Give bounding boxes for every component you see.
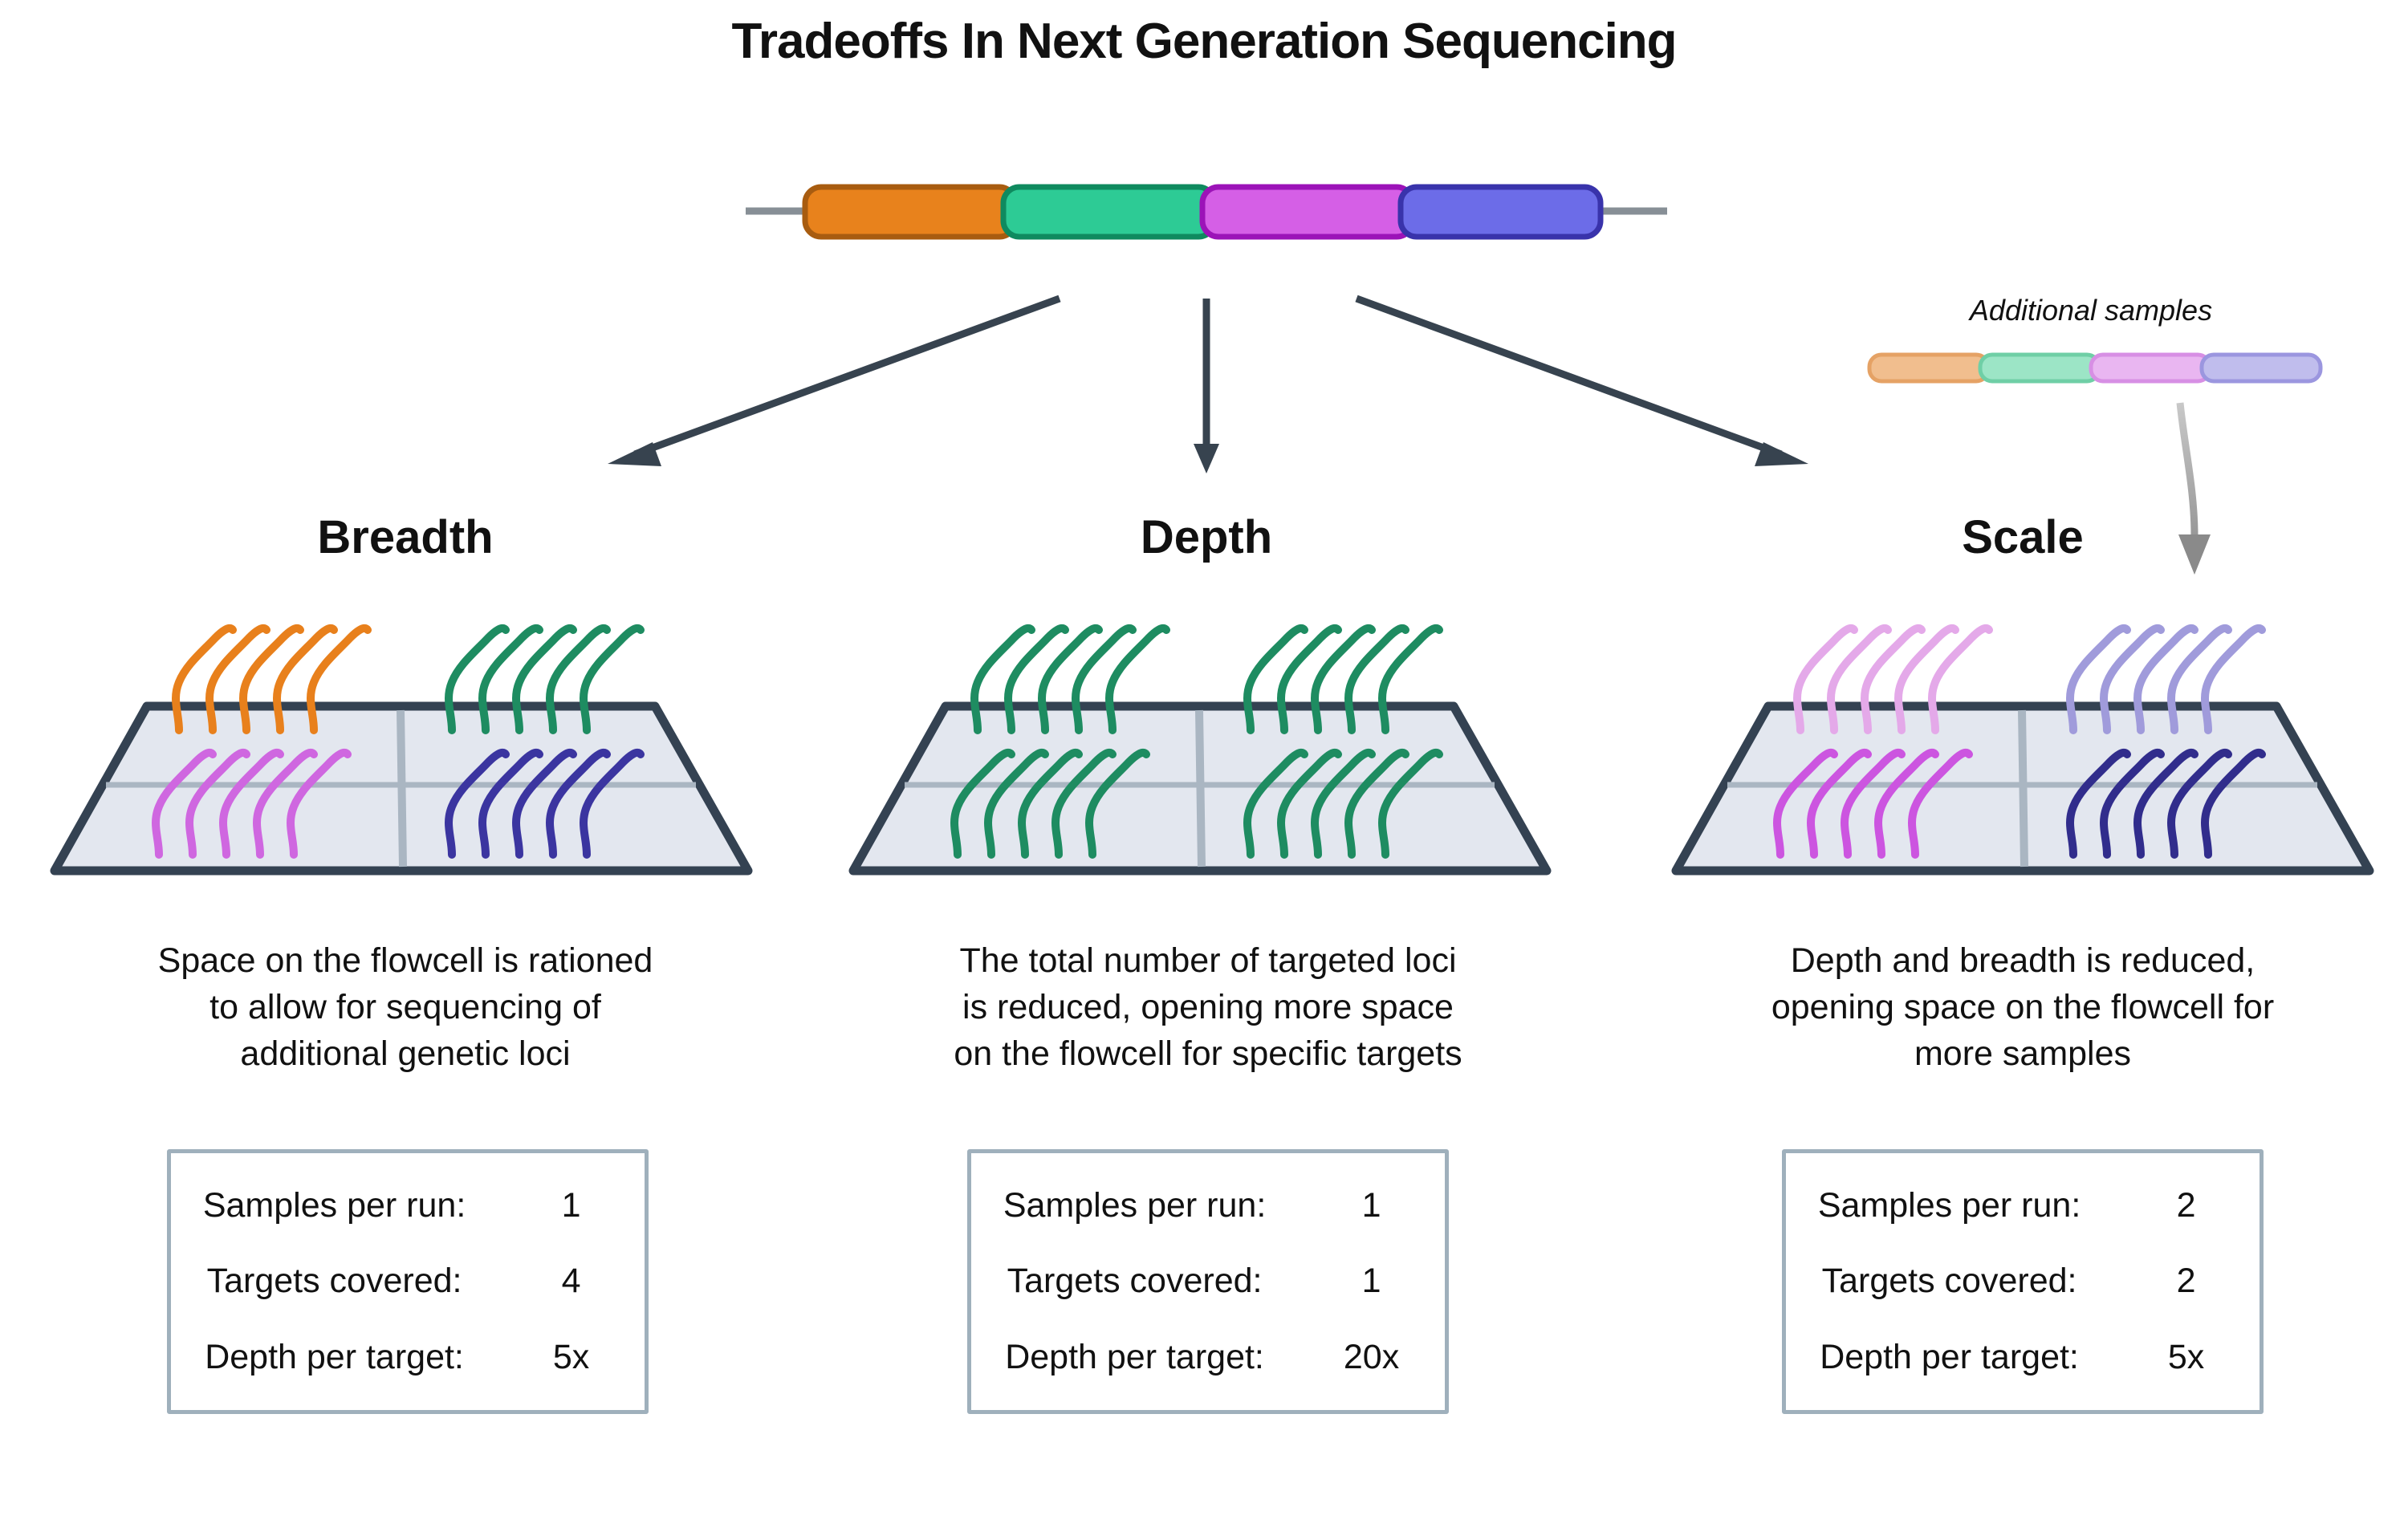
- stat-label: Depth per target:: [205, 1338, 464, 1377]
- mini-segment-3: [2089, 352, 2212, 384]
- curved-arrow-to-scale: [2176, 402, 2211, 575]
- bar-segment-locus-1: [802, 184, 1019, 240]
- stat-row: Samples per run: 2: [1786, 1186, 2260, 1225]
- arrow-to-breadth: [633, 295, 1061, 458]
- sequence-locus-bar: [802, 184, 1604, 240]
- stat-label: Samples per run:: [1817, 1185, 2081, 1225]
- mini-segment-4: [2199, 352, 2323, 384]
- stat-value: 1: [1361, 1262, 1381, 1301]
- stat-label: Depth per target:: [1820, 1338, 2079, 1377]
- stats-box-depth: Samples per run: 1 Targets covered: 1 De…: [967, 1149, 1449, 1414]
- bar-segment-locus-4: [1397, 184, 1604, 240]
- additional-samples-label: Additional samples: [1969, 294, 2213, 327]
- stat-row: Depth per target: 5x: [1786, 1338, 2260, 1377]
- bar-segment-locus-2: [1000, 184, 1218, 240]
- description-breadth: Space on the flowcell is rationed to all…: [157, 941, 653, 1073]
- stat-value: 5x: [552, 1338, 590, 1377]
- top-diagram-graphics: [608, 184, 2323, 575]
- section-label-scale: Scale: [1962, 511, 2084, 563]
- stats-box-breadth: Samples per run: 1 Targets covered: 4 De…: [167, 1149, 649, 1414]
- stats-box-scale: Samples per run: 2 Targets covered: 2 De…: [1782, 1149, 2264, 1414]
- stat-row: Samples per run: 1: [971, 1186, 1445, 1225]
- stat-value: 1: [561, 1185, 581, 1225]
- additional-samples-bar: [1867, 352, 2323, 384]
- stat-row: Depth per target: 5x: [171, 1338, 645, 1377]
- arrow-to-breadth-head: [608, 442, 661, 466]
- flowcell-breadth: [50, 606, 753, 876]
- stat-row: Samples per run: 1: [171, 1186, 645, 1225]
- stat-row: Depth per target: 20x: [971, 1338, 1445, 1377]
- stat-value: 2: [2176, 1185, 2196, 1225]
- page-title: Tradeoffs In Next Generation Sequencing: [731, 14, 1677, 69]
- branch-arrows: [608, 295, 1808, 473]
- description-scale: Depth and breadth is reduced, opening sp…: [1771, 941, 2275, 1073]
- section-label-depth: Depth: [1140, 511, 1273, 563]
- stat-value: 1: [1361, 1185, 1381, 1225]
- bar-segment-locus-3: [1199, 184, 1416, 240]
- stat-row: Targets covered: 4: [171, 1262, 645, 1301]
- flowcell-depth: [848, 606, 1552, 876]
- description-depth: The total number of targeted loci is red…: [954, 941, 1462, 1073]
- arrow-to-scale: [1355, 295, 1783, 458]
- mini-segment-2: [1978, 352, 2101, 384]
- stat-value: 2: [2176, 1262, 2196, 1301]
- stat-label: Depth per target:: [1005, 1338, 1264, 1377]
- stat-label: Samples per run:: [1003, 1185, 1267, 1225]
- stat-row: Targets covered: 1: [971, 1262, 1445, 1301]
- section-label-breadth: Breadth: [317, 511, 494, 563]
- stat-value: 4: [561, 1262, 581, 1301]
- curved-arrow-head: [2178, 534, 2211, 575]
- stat-value: 20x: [1343, 1338, 1400, 1377]
- stat-label: Targets covered:: [1007, 1262, 1263, 1301]
- arrow-to-depth-head: [1194, 444, 1219, 473]
- stat-row: Targets covered: 2: [1786, 1262, 2260, 1301]
- stat-label: Samples per run:: [202, 1185, 466, 1225]
- arrow-to-scale-head: [1755, 442, 1808, 466]
- stat-label: Targets covered:: [1821, 1262, 2077, 1301]
- stat-label: Targets covered:: [206, 1262, 462, 1301]
- stat-value: 5x: [2167, 1338, 2205, 1377]
- mini-segment-1: [1867, 352, 1991, 384]
- flowcell-scale: [1671, 606, 2374, 876]
